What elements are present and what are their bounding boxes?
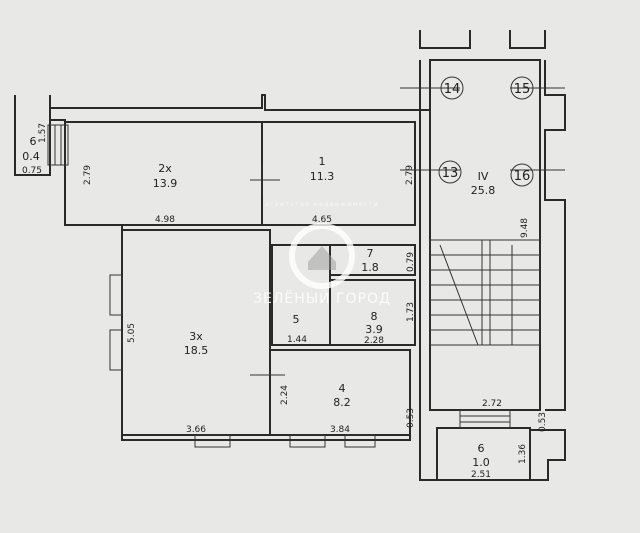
dimension: 2.51 <box>471 470 491 480</box>
column-markers: 14 15 13 16 <box>438 76 534 187</box>
dimension: 4.98 <box>155 215 175 225</box>
room-number: 6 <box>30 135 37 148</box>
dimension: 2.24 <box>280 385 290 405</box>
dimension: 3.84 <box>330 425 350 435</box>
room-number: 7 <box>367 247 374 260</box>
room-area: 3.9 <box>365 323 383 336</box>
dimension: 0.53 <box>538 412 548 432</box>
dimension: 0.79 <box>406 252 416 272</box>
dimension: 0.53 <box>406 408 416 428</box>
room-area: 1.8 <box>361 261 379 274</box>
watermark-brand: ЗЕЛЁНЫЙ ГОРОД <box>253 289 391 307</box>
room-number: 2x <box>158 162 172 175</box>
dimension: 2.28 <box>364 336 384 346</box>
marker-label: 13 <box>442 166 459 181</box>
room-area: 11.3 <box>310 170 335 183</box>
dimension: 2.72 <box>482 399 502 409</box>
dimension: 1.73 <box>406 302 416 322</box>
dimension: 4.65 <box>312 215 332 225</box>
marker-label: 15 <box>514 82 531 97</box>
marker-label: 16 <box>514 169 531 184</box>
walls <box>14 30 566 481</box>
staircase <box>429 239 541 346</box>
dimension: 9.48 <box>520 218 530 238</box>
room-number: 5 <box>293 313 300 326</box>
marker-14 <box>440 76 464 100</box>
dimension: 1.44 <box>287 335 307 345</box>
dimension: 3.66 <box>186 425 206 435</box>
watermark-logo-icon <box>289 223 355 289</box>
marker-13 <box>438 160 462 184</box>
dimension: 1.36 <box>518 444 528 464</box>
marker-15 <box>510 76 534 100</box>
room-number: 8 <box>371 310 378 323</box>
room-area: 1.0 <box>472 456 490 469</box>
dimension: 1.57 <box>38 123 48 143</box>
dimension: 2.79 <box>83 165 93 185</box>
dimension: 5.05 <box>127 323 137 343</box>
marker-label: 14 <box>444 82 461 97</box>
room-area: 13.9 <box>153 177 178 190</box>
room-number: IV <box>478 170 489 183</box>
room-number: 3x <box>189 330 203 343</box>
watermark-tagline: агентство недвижимости <box>265 201 379 208</box>
dimension: 0.75 <box>22 166 42 176</box>
marker-16 <box>510 163 534 187</box>
dimension: 2.79 <box>405 165 415 185</box>
watermark: агентство недвижимости ЗЕЛЁНЫЙ ГОРОД <box>253 201 391 307</box>
room-area: 25.8 <box>471 184 496 197</box>
room-labels: 2x 13.9 4.98 2.79 1 11.3 4.65 2.79 6 0.4… <box>22 123 548 480</box>
room-area: 8.2 <box>333 396 351 409</box>
room-number: 4 <box>339 382 346 395</box>
room-area: 18.5 <box>184 344 209 357</box>
room-area: 0.4 <box>22 150 40 163</box>
room-number: 1 <box>319 155 326 168</box>
room-number: 6 <box>478 442 485 455</box>
